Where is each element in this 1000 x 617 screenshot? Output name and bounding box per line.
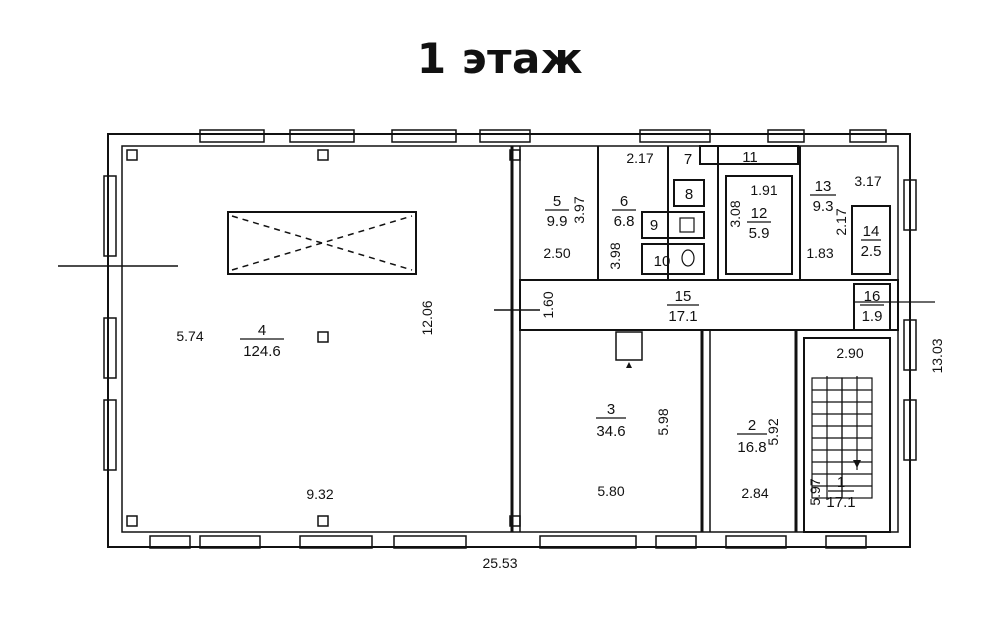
- room-8-walls: [673, 179, 705, 207]
- floor-title: 1 этаж: [416, 34, 584, 83]
- room-15-area: 17.1: [668, 308, 697, 325]
- room-9-walls: [641, 211, 705, 239]
- room-12-walls: [725, 175, 793, 275]
- room-14-walls: [851, 205, 891, 275]
- outer-wall: [107, 133, 911, 548]
- room-12-area: 5.9: [749, 225, 770, 242]
- dim-room13-width: 3.17: [854, 173, 881, 189]
- room-labels: 4 124.6 5 9.9 6 6.8 7 8 9 10 11 12 5.9 1…: [240, 149, 884, 511]
- dim-room4-left: 5.74: [176, 328, 203, 344]
- room-16-number: 16: [864, 288, 881, 305]
- dim-room4-width: 9.32: [306, 486, 333, 502]
- room-13-number: 13: [815, 178, 832, 195]
- dim-corridor-height: 1.60: [540, 291, 556, 318]
- dim-room5-height: 3.97: [571, 196, 587, 223]
- room-3-area: 34.6: [596, 423, 625, 440]
- room-4-area: 124.6: [243, 343, 281, 360]
- room-1-number: 1: [837, 474, 845, 491]
- room-2-area: 16.8: [737, 439, 766, 456]
- dim-room13-bottom: 1.83: [806, 245, 833, 261]
- room-5-number: 5: [553, 193, 561, 210]
- room-5-area: 9.9: [547, 213, 568, 230]
- ceiling-opening: [227, 211, 417, 275]
- dim-room2-width: 2.84: [741, 485, 768, 501]
- room-16-area: 1.9: [862, 308, 883, 325]
- inner-wall: [121, 145, 899, 533]
- room-3-number: 3: [607, 401, 615, 418]
- room-11-walls: [699, 145, 799, 165]
- room-9-number: 9: [650, 217, 658, 234]
- dimension-labels: 5.74 9.32 12.06 25.53 13.03 1.60 2.50 3.…: [176, 150, 945, 571]
- dim-total-height: 13.03: [929, 338, 945, 373]
- room-15-number: 15: [675, 288, 692, 305]
- dim-room1-width: 2.90: [836, 345, 863, 361]
- dim-room12-width: 1.91: [750, 182, 777, 198]
- room-7-number: 7: [684, 151, 692, 168]
- dim-room5-width: 2.50: [543, 245, 570, 261]
- room-1-walls: [803, 337, 891, 533]
- dim-room1-height: 5.97: [807, 478, 823, 505]
- dim-room4-height: 12.06: [419, 300, 435, 335]
- room-13-area: 9.3: [813, 198, 834, 215]
- room-4-number: 4: [258, 322, 266, 339]
- windows-left: [103, 175, 117, 471]
- stairs: [811, 376, 873, 500]
- room-10-number: 10: [654, 253, 671, 270]
- dim-room7-width: 2.17: [626, 150, 653, 166]
- room-2-number: 2: [748, 417, 756, 434]
- windows-top: [199, 129, 887, 143]
- dim-total-width: 25.53: [482, 555, 517, 571]
- room-10-walls: [641, 243, 705, 275]
- room-14-number: 14: [863, 223, 880, 240]
- room-14-area: 2.5: [861, 243, 882, 260]
- room-11-number: 11: [742, 149, 758, 166]
- room-6-area: 6.8: [614, 213, 635, 230]
- room-6-number: 6: [620, 193, 628, 210]
- dim-room2-height: 5.92: [765, 418, 781, 445]
- room-8-number: 8: [685, 186, 693, 203]
- room-12-number: 12: [751, 205, 768, 222]
- dim-room6-height: 3.98: [607, 242, 623, 269]
- dim-room13-height: 2.17: [833, 208, 849, 235]
- room-15-walls: [519, 279, 899, 331]
- dim-room12-height: 3.08: [727, 200, 743, 227]
- room-1-area: 17.1: [826, 494, 855, 511]
- windows-right: [903, 179, 917, 461]
- dim-room3-height: 5.98: [655, 408, 671, 435]
- windows-bottom: [149, 535, 867, 549]
- dim-room3-width: 5.80: [597, 483, 624, 499]
- room-16-walls: [853, 283, 891, 331]
